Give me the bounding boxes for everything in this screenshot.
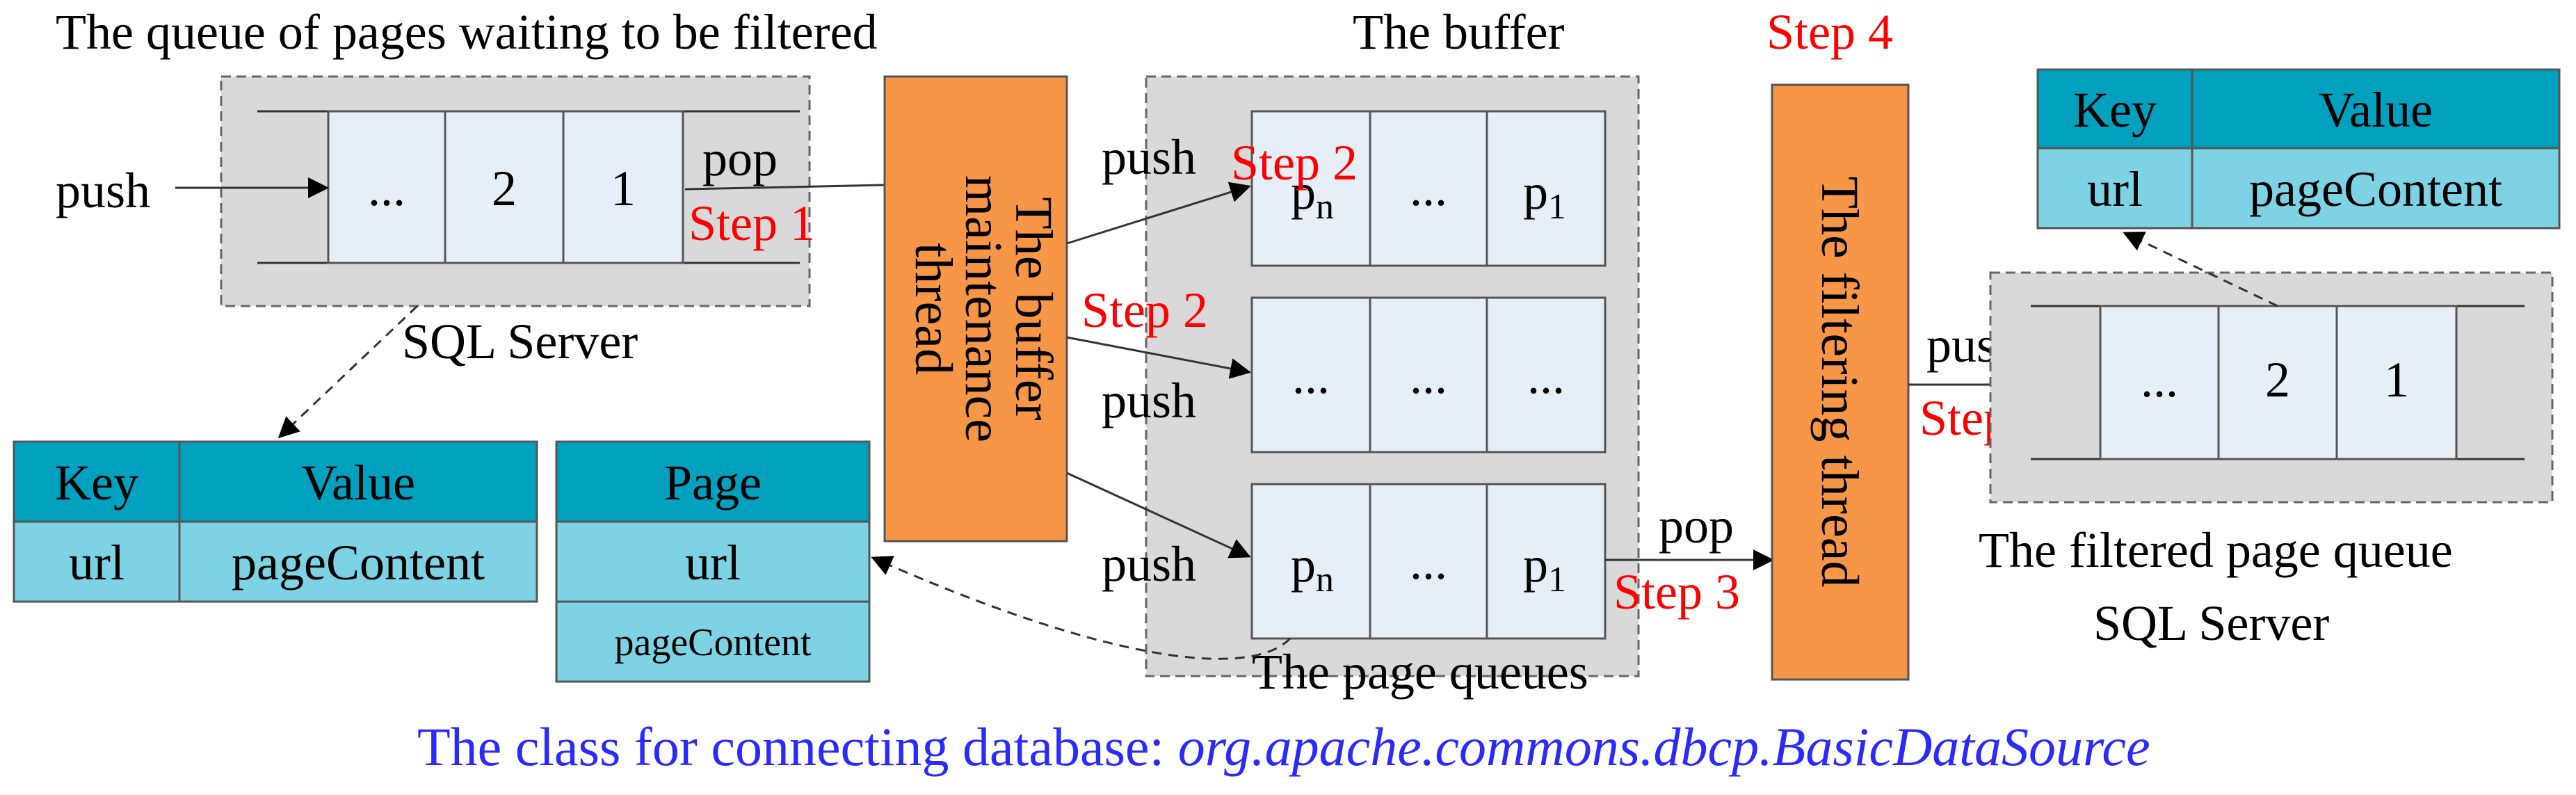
svg-text:...: ... (1527, 348, 1565, 404)
svg-text:Key: Key (2073, 82, 2157, 138)
step-1: Step 1 (689, 195, 815, 251)
push-label: push (56, 163, 150, 218)
svg-text:pageContent: pageContent (2249, 161, 2502, 217)
queue-cell: 1 (611, 161, 636, 216)
svg-text:p1: p1 (1523, 537, 1566, 600)
page-class: Page url pageContent (555, 440, 871, 683)
page-queues-label: The page queues (1252, 644, 1588, 700)
push-label: push (1102, 373, 1196, 428)
kv-table-right: Key Value url pageContent (2036, 68, 2561, 230)
svg-text:1: 1 (2384, 352, 2409, 408)
dashed-link (871, 556, 1291, 660)
queue-cell: 2 (492, 161, 517, 216)
svg-text:...: ... (1410, 534, 1447, 590)
pop-arrow (684, 174, 921, 195)
step-4: Step 4 (1766, 4, 1893, 60)
push-label: push (1102, 536, 1196, 592)
svg-text:pn: pn (1291, 537, 1334, 600)
pop-label: pop (702, 131, 778, 186)
svg-text:Value: Value (2319, 82, 2433, 138)
step-2: Step 2 (1231, 135, 1358, 191)
svg-text:pn: pn (1291, 164, 1334, 227)
step-3: Step 3 (1613, 564, 1740, 620)
push-label: push (1102, 129, 1196, 185)
svg-text:...: ... (1410, 348, 1447, 404)
kv-value-header: Value (301, 455, 415, 511)
filtered-queue: ... 2 1 (1989, 271, 2554, 504)
page-queue-row: ... ... ... (1250, 296, 1607, 453)
svg-text:thread: thread (904, 243, 963, 375)
page-queue-row: pn ... p1 (1250, 483, 1607, 640)
kv-key-header: Key (55, 455, 138, 511)
filtered-queue-sql-label: SQL Server (2093, 595, 2329, 651)
page-class-content: pageContent (614, 621, 811, 664)
kv-value: pageContent (232, 535, 485, 591)
queue-cell: ... (368, 161, 405, 216)
footer-text: The class for connecting database: org.a… (417, 716, 2150, 777)
svg-text:The buffer: The buffer (1004, 197, 1063, 420)
svg-text:2: 2 (2265, 352, 2290, 408)
svg-text:maintenance: maintenance (954, 175, 1013, 442)
page-class-header: Page (664, 455, 762, 511)
svg-text:...: ... (1410, 161, 1447, 216)
filtering-thread: The filtering thread (1771, 83, 1910, 681)
svg-text:...: ... (1292, 348, 1330, 404)
svg-text:The filtering thread: The filtering thread (1810, 177, 1869, 588)
dashed-link (2123, 232, 2278, 307)
dashed-link (277, 305, 419, 439)
step-2: Step 2 (1081, 282, 1208, 338)
sql-server-label: SQL Server (402, 314, 638, 369)
kv-table-left: Key Value url pageContent (13, 440, 538, 603)
filtered-queue-label: The filtered page queue (1979, 522, 2453, 578)
svg-text:url: url (2087, 161, 2143, 217)
svg-text:...: ... (2141, 352, 2178, 408)
pop-label: pop (1659, 498, 1734, 554)
pending-queue: ... 2 1 (220, 75, 811, 307)
buffer-maintenance-thread: The buffer maintenance thread (883, 75, 1068, 543)
svg-text:p1: p1 (1523, 164, 1566, 227)
kv-key: url (69, 535, 124, 591)
page-class-url: url (685, 535, 741, 591)
buffer-title: The buffer (1353, 4, 1565, 60)
page-queue-row: pn ... p1 (1250, 110, 1607, 267)
queue-title: The queue of pages waiting to be filtere… (56, 4, 878, 60)
